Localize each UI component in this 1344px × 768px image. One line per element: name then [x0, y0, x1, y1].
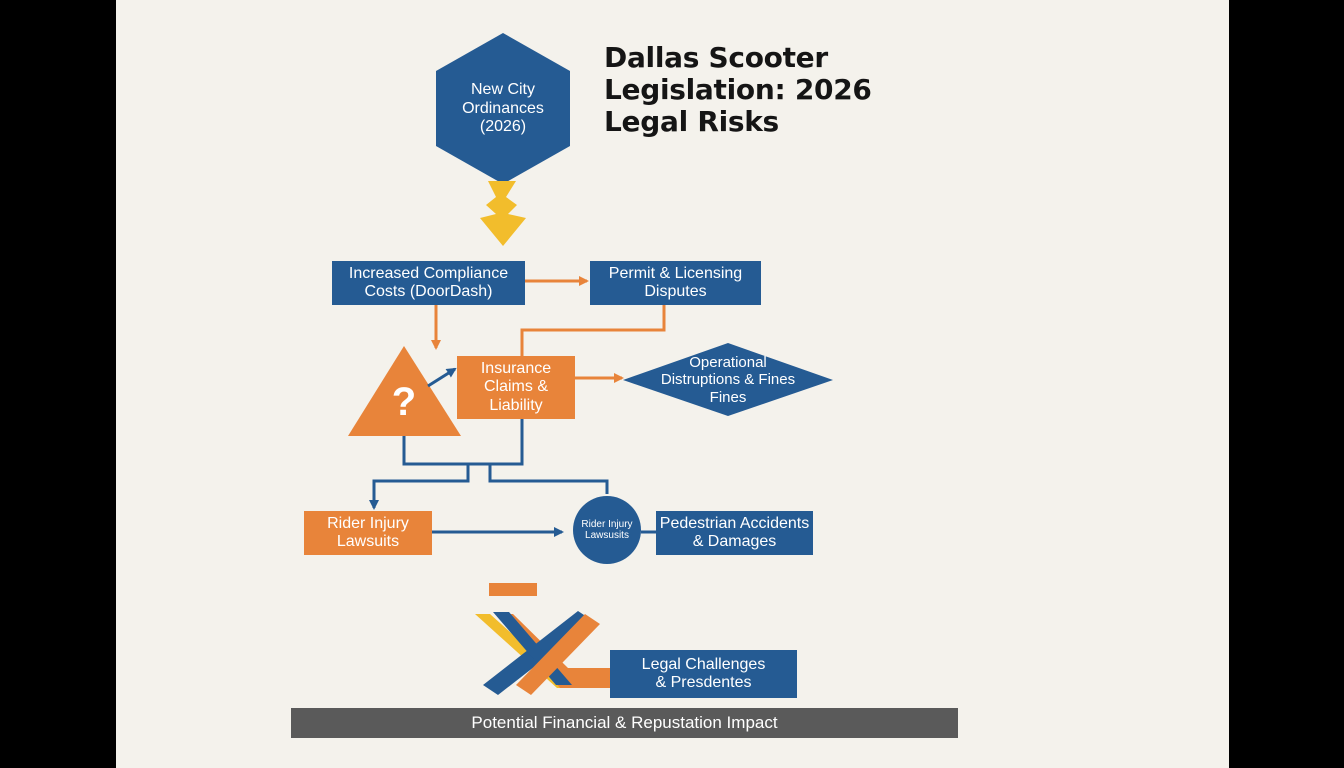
- crossed-arrows-icon: [475, 611, 610, 695]
- diagram-canvas: Dallas Scooter Legislation: 2026 Legal R…: [116, 0, 1229, 768]
- connector-to-circle: [488, 464, 609, 494]
- operational-diamond: [623, 343, 833, 416]
- legal-box: [610, 650, 797, 698]
- divider-bar: [489, 583, 537, 596]
- connector-triangle-insurance: [427, 367, 457, 388]
- compliance-label: Increased Compliance Costs (DoorDash): [348, 264, 509, 300]
- compliance-box: [332, 261, 525, 305]
- rider-injury-box: [304, 511, 432, 555]
- impact-bar: [291, 708, 958, 738]
- pedestrian-label: Pedestrian Accidents & Damages: [659, 514, 810, 550]
- lightning-bolt-icon: [480, 181, 526, 246]
- connector-triangle-loop: [402, 419, 524, 466]
- connector-permit-insurance: [520, 305, 666, 357]
- ordinances-label: New City Ordinances (2026): [462, 81, 544, 136]
- legal-label: Legal Challenges & Presdentes: [641, 655, 766, 691]
- permit-label: Permit & Licensing Disputes: [608, 264, 743, 300]
- pedestrian-box: [656, 511, 813, 555]
- operational-label: Operational Distruptions & Fines Fines: [660, 354, 796, 406]
- connector-to-rider: [369, 464, 470, 510]
- diagram-title: Dallas Scooter Legislation: 2026 Legal R…: [604, 41, 872, 138]
- insurance-box: [457, 356, 575, 419]
- ordinances-hexagon: [436, 33, 570, 184]
- impact-bar-label: Potential Financial & Repustation Impact: [471, 713, 778, 733]
- circle-label: Rider Injury Lawsusits: [581, 518, 633, 542]
- warning-question-mark: ?: [391, 380, 417, 424]
- rider-injury-label: Rider Injury Lawsuits: [327, 514, 409, 550]
- insurance-label: Insurance Claims & Liability: [480, 359, 552, 414]
- rider-injury-circle: [573, 496, 641, 564]
- flow-diagram: [291, 33, 958, 738]
- permit-box: [590, 261, 761, 305]
- warning-triangle-icon: [348, 346, 461, 436]
